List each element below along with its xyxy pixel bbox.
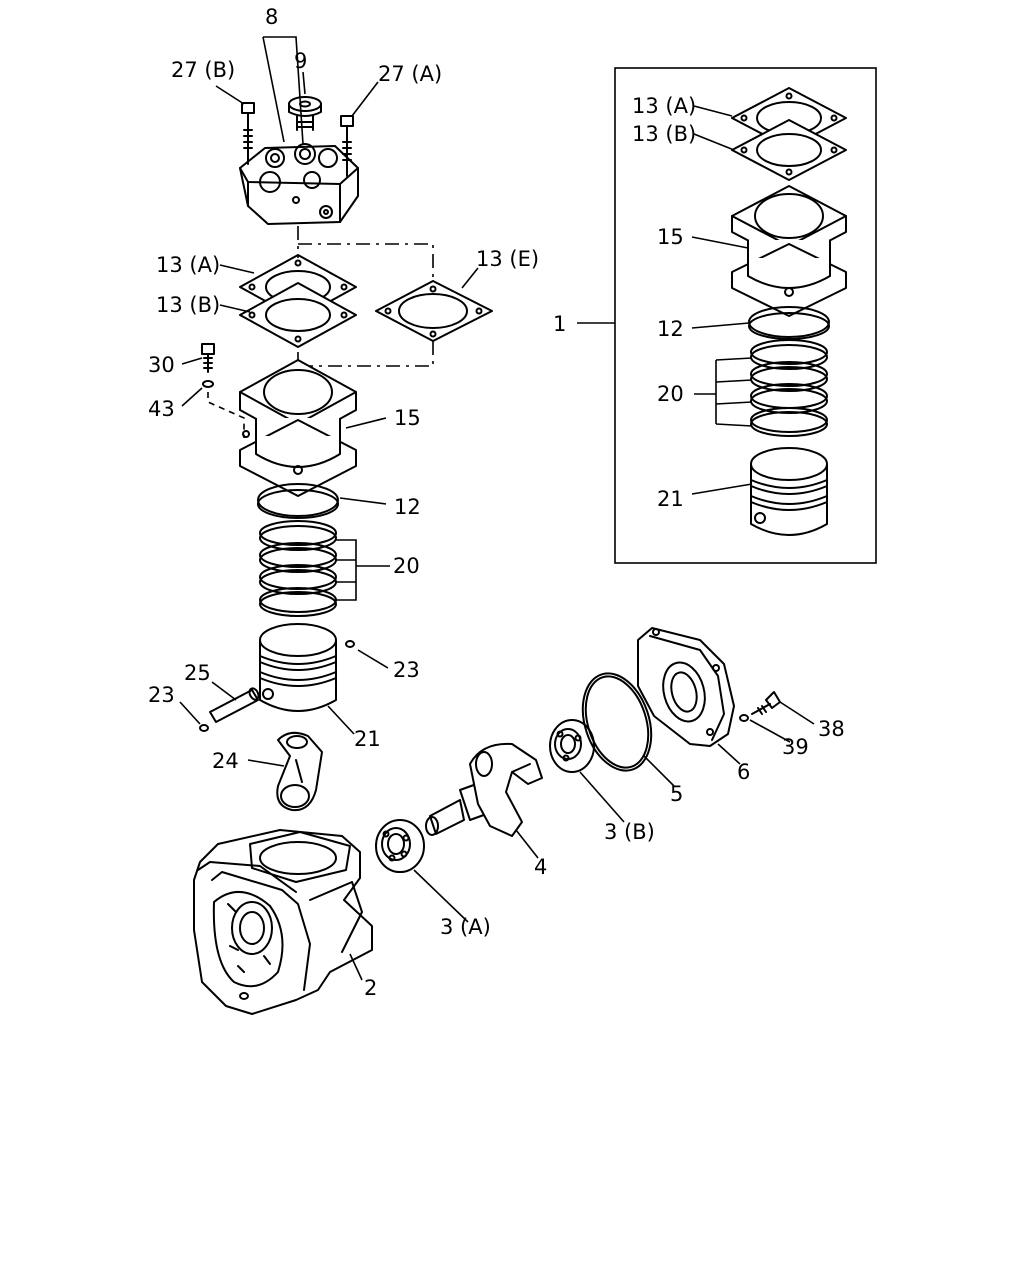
kit-box-1 <box>577 67 877 564</box>
label-3b: 3 (B) <box>604 820 655 844</box>
label-kit-13a: 13 (A) <box>632 94 696 118</box>
pin-25 <box>209 687 260 723</box>
o-ring-5 <box>581 672 653 772</box>
crankcase-2 <box>193 829 373 1015</box>
kit-piston-21 <box>750 447 828 536</box>
label-24: 24 <box>212 749 239 773</box>
bolt-27a <box>340 115 354 177</box>
label-kit-20: 20 <box>657 382 684 406</box>
label-15: 15 <box>394 406 421 430</box>
label-kit-15: 15 <box>657 225 684 249</box>
label-kit-21: 21 <box>657 487 684 511</box>
label-43: 43 <box>148 397 175 421</box>
snap-ring-23-left <box>199 724 209 732</box>
piston-21 <box>259 623 337 712</box>
kit-cylinder-15 <box>731 185 847 317</box>
bolt-30-guide <box>207 392 245 438</box>
fitting-9 <box>288 96 322 131</box>
label-13b: 13 (B) <box>156 293 220 317</box>
label-3a: 3 (A) <box>440 915 491 939</box>
gasket-13b <box>239 282 357 348</box>
label-39: 39 <box>782 735 809 759</box>
leader-lines <box>179 36 815 981</box>
bearing-3b <box>549 719 595 773</box>
kit-gasket-13b <box>731 119 847 181</box>
cylinder-15 <box>239 359 357 497</box>
label-25: 25 <box>184 661 211 685</box>
label-kit-13b: 13 (B) <box>632 122 696 146</box>
label-5: 5 <box>670 782 683 806</box>
washer-43 <box>202 380 214 388</box>
label-kit-12: 12 <box>657 317 684 341</box>
label-2: 2 <box>364 976 377 1000</box>
label-27a: 27 (A) <box>378 62 442 86</box>
label-20: 20 <box>393 554 420 578</box>
label-8: 8 <box>265 5 278 29</box>
label-6: 6 <box>737 760 750 784</box>
label-23-left: 23 <box>148 683 175 707</box>
label-4: 4 <box>534 855 547 879</box>
label-13e: 13 (E) <box>476 247 539 271</box>
label-30: 30 <box>148 353 175 377</box>
bolt-38 <box>751 691 781 715</box>
bolt-27b <box>241 102 255 165</box>
label-27b: 27 (B) <box>171 58 235 82</box>
cover-6 <box>637 627 735 747</box>
label-21: 21 <box>354 727 381 751</box>
label-9: 9 <box>294 49 307 73</box>
cylinder-head <box>239 143 359 225</box>
piston-rings-20 <box>259 520 337 617</box>
label-1: 1 <box>553 312 566 336</box>
label-38: 38 <box>818 717 845 741</box>
bolt-30 <box>201 343 215 373</box>
kit-piston-rings-20 <box>750 339 828 437</box>
centerline-13e <box>298 243 434 367</box>
connecting-rod-24 <box>276 731 323 812</box>
label-12: 12 <box>394 495 421 519</box>
label-23-right: 23 <box>393 658 420 682</box>
gasket-13e <box>375 280 493 342</box>
label-13a: 13 (A) <box>156 253 220 277</box>
washer-39 <box>739 714 749 722</box>
snap-ring-23-right <box>345 640 355 648</box>
crankshaft-4 <box>425 742 543 837</box>
part-labels: 8 9 27 (B) 27 (A) 13 (A) 13 (B) 13 (E) 3… <box>148 5 845 1000</box>
ring-12 <box>257 483 339 519</box>
bearing-3a <box>375 819 425 873</box>
